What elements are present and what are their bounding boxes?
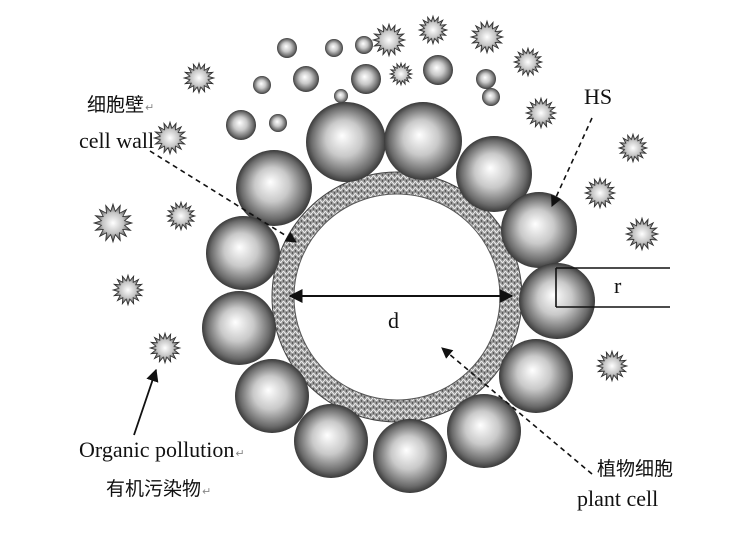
pollutant-particle xyxy=(583,176,617,210)
hs-leader xyxy=(551,117,593,208)
large-hs-sphere xyxy=(373,419,447,493)
large-hs-sphere xyxy=(206,216,280,290)
small-hs-sphere xyxy=(253,76,271,94)
large-hs-sphere xyxy=(236,150,312,226)
small-hs-sphere xyxy=(325,39,343,57)
cell-wall-leader xyxy=(149,150,297,243)
large-hs-sphere xyxy=(294,404,368,478)
small-hs-sphere xyxy=(476,69,496,89)
pollutant-particle xyxy=(148,331,182,365)
pollutant-particle xyxy=(595,349,629,383)
plant-cell-leader xyxy=(441,347,593,475)
small-hs-sphere xyxy=(351,64,381,94)
pollutant-particle xyxy=(111,273,145,307)
large-hs-sphere xyxy=(202,291,276,365)
organic-pollution-zh-label: 有机污染物↵ xyxy=(106,478,212,500)
organic-pollution-en-label: Organic pollution↵ xyxy=(79,437,245,462)
pollutant-particle xyxy=(617,132,649,164)
pollutant-particle xyxy=(165,200,197,232)
pollutant-particle xyxy=(152,120,188,156)
pollutant-particle xyxy=(624,216,660,252)
plant-cell-zh-label: 植物细胞 xyxy=(597,458,674,480)
pollutant-particle xyxy=(512,46,544,78)
hs-label: HS xyxy=(584,84,613,109)
large-hs-sphere xyxy=(306,102,386,182)
small-hs-sphere xyxy=(355,36,373,54)
cell-wall-en-label: cell wall xyxy=(79,128,155,153)
small-hs-sphere xyxy=(269,114,287,132)
pollutant-particle xyxy=(388,61,414,87)
radius-bracket xyxy=(555,267,670,308)
large-hs-sphere xyxy=(384,102,462,180)
pollutant-particle xyxy=(417,14,449,46)
small-hs-sphere xyxy=(277,38,297,58)
pollutant-particle xyxy=(182,61,216,95)
small-hs-sphere xyxy=(293,66,319,92)
small-hs-sphere xyxy=(423,55,453,85)
radius-label: r xyxy=(614,273,622,298)
pollutant-particle xyxy=(524,96,558,130)
large-hs-sphere xyxy=(456,136,532,212)
pollutant-particle xyxy=(469,19,505,55)
organic-pollution-leader xyxy=(133,368,159,436)
small-hs-sphere xyxy=(334,89,348,103)
large-hs-sphere xyxy=(499,339,573,413)
cell-wall-zh-label: 细胞壁↵ xyxy=(87,94,155,116)
small-hs-sphere xyxy=(226,110,256,140)
large-hs-sphere xyxy=(447,394,521,468)
large-hs-sphere xyxy=(501,192,577,268)
large-hs-sphere xyxy=(235,359,309,433)
large-hs-sphere xyxy=(519,263,595,339)
pollutant-particle xyxy=(92,202,134,244)
plant-cell-en-label: plant cell xyxy=(577,486,659,511)
diameter-label: d xyxy=(388,308,399,333)
small-hs-sphere xyxy=(482,88,500,106)
pollutant-particle xyxy=(371,22,407,58)
